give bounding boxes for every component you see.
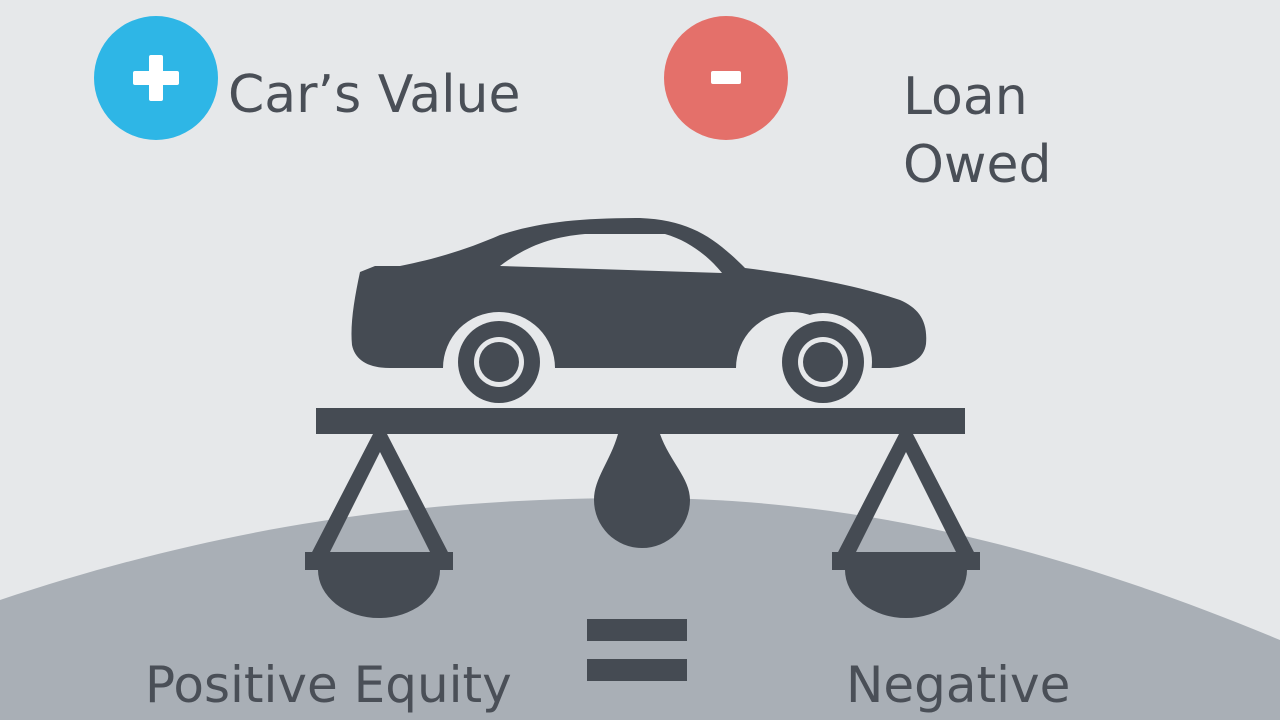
loan-owed-line-2: Owed [903,135,1051,195]
minus-badge [664,16,788,140]
rear-wheel [450,313,548,411]
balance-scale-icon [305,408,980,618]
loan-owed-line-1: Loan [903,67,1028,127]
scale-pivot [594,434,690,548]
car-window [500,234,722,273]
negative-label: Negative [846,656,1070,714]
scale-beam [316,408,965,434]
right-pan [832,434,980,618]
plus-badge [94,16,218,140]
left-pan [305,434,453,618]
equals-icon [587,619,687,681]
car-icon [351,218,927,411]
front-wheel [774,313,872,411]
minus-icon [711,71,741,84]
car-body [351,218,927,368]
cars-value-label: Car’s Value [228,65,521,125]
loan-owed-label: Loan Owed [903,67,1051,195]
plus-icon [133,55,179,101]
positive-equity-label: Positive Equity [145,656,512,714]
